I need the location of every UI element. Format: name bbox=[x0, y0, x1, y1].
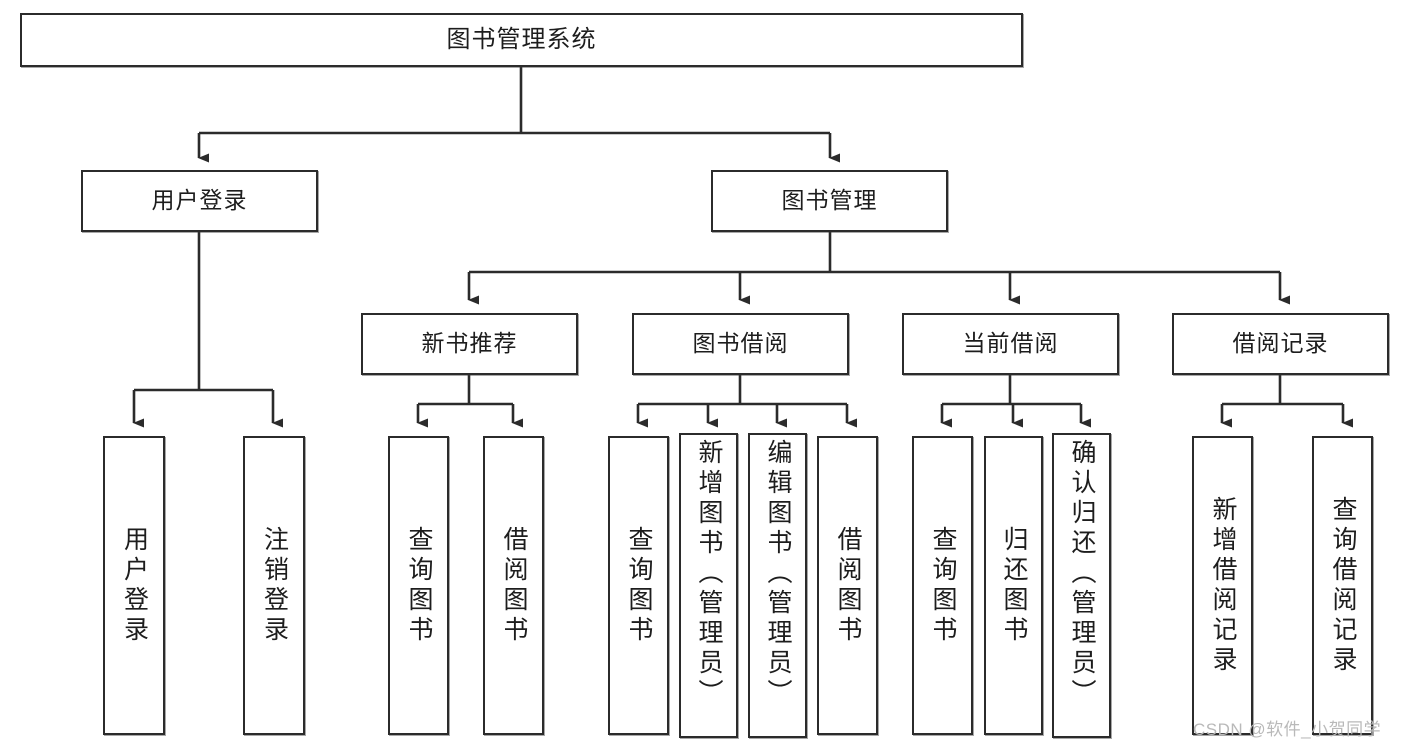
node-book-borrow[interactable]: 图书借阅 bbox=[632, 313, 849, 375]
node-label: 图书管理系统 bbox=[446, 25, 597, 53]
node-label: 图书管理 bbox=[781, 187, 878, 214]
node-new-book-recommend[interactable]: 新书推荐 bbox=[361, 313, 578, 375]
node-leaf-query-book-2[interactable]: 查询图书 bbox=[608, 436, 669, 735]
node-label: 用户登录 bbox=[120, 525, 149, 646]
node-label: 借阅图书 bbox=[834, 525, 862, 646]
csdn-watermark: CSDN @软件_小贺同学 bbox=[1193, 720, 1382, 739]
node-label: 注销登录 bbox=[260, 525, 289, 646]
node-leaf-borrow-book-2[interactable]: 借阅图书 bbox=[817, 436, 878, 735]
node-root-book-management-system[interactable]: 图书管理系统 bbox=[20, 13, 1023, 67]
node-leaf-query-book-1[interactable]: 查询图书 bbox=[388, 436, 449, 735]
node-leaf-add-book[interactable]: 新增图书（管理员） bbox=[679, 433, 738, 738]
node-label: 编辑图书（管理员） bbox=[764, 439, 792, 709]
node-label: 查询借阅记录 bbox=[1329, 495, 1357, 676]
node-leaf-borrow-book-1[interactable]: 借阅图书 bbox=[483, 436, 544, 735]
node-leaf-return-book[interactable]: 归还图书 bbox=[984, 436, 1043, 735]
node-leaf-user-login[interactable]: 用户登录 bbox=[103, 436, 165, 735]
node-label: 查询图书 bbox=[405, 525, 433, 646]
node-label: 确认归还（管理员） bbox=[1068, 439, 1096, 709]
node-label: 借阅记录 bbox=[1232, 330, 1329, 357]
node-current-borrow[interactable]: 当前借阅 bbox=[902, 313, 1119, 375]
node-label: 归还图书 bbox=[1000, 525, 1028, 646]
node-label: 图书借阅 bbox=[692, 330, 789, 357]
node-user-login[interactable]: 用户登录 bbox=[81, 170, 318, 232]
node-leaf-add-record[interactable]: 新增借阅记录 bbox=[1192, 436, 1253, 735]
node-leaf-query-book-3[interactable]: 查询图书 bbox=[912, 436, 973, 735]
node-label: 查询图书 bbox=[625, 525, 653, 646]
node-leaf-edit-book[interactable]: 编辑图书（管理员） bbox=[748, 433, 807, 738]
node-leaf-query-record[interactable]: 查询借阅记录 bbox=[1312, 436, 1373, 735]
node-label: 查询图书 bbox=[929, 525, 957, 646]
node-leaf-confirm-return[interactable]: 确认归还（管理员） bbox=[1052, 433, 1111, 738]
node-borrow-record[interactable]: 借阅记录 bbox=[1172, 313, 1389, 375]
node-book-management[interactable]: 图书管理 bbox=[711, 170, 948, 232]
node-label: 新增图书（管理员） bbox=[695, 439, 723, 709]
node-label: 新书推荐 bbox=[421, 330, 518, 357]
node-label: 新增借阅记录 bbox=[1209, 495, 1237, 676]
node-leaf-user-logout[interactable]: 注销登录 bbox=[243, 436, 305, 735]
node-label: 当前借阅 bbox=[962, 330, 1059, 357]
node-label: 用户登录 bbox=[151, 187, 248, 214]
node-label: 借阅图书 bbox=[500, 525, 528, 646]
